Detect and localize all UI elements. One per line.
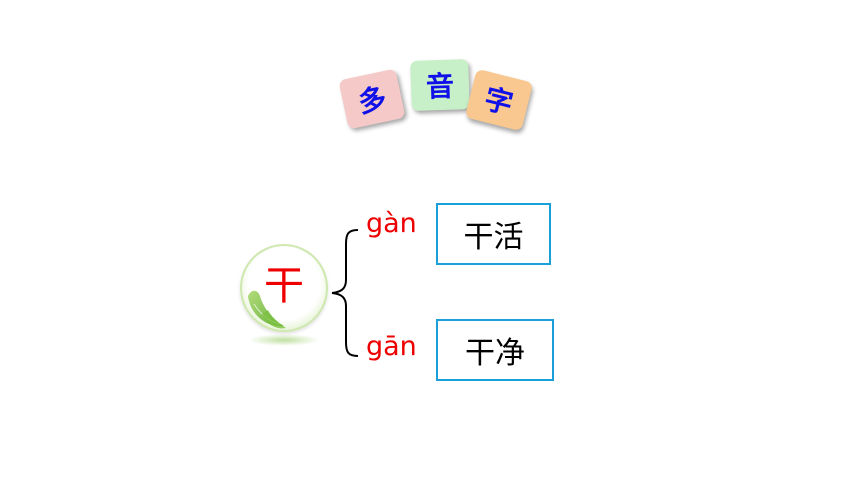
word-box-1: 干活 [436, 203, 551, 265]
pinyin-label-1: gàn [366, 208, 417, 239]
title-char-3: 字 [481, 82, 517, 121]
character-orb: 干 [240, 244, 328, 332]
leaf-icon [248, 290, 286, 329]
brace-icon [331, 229, 359, 357]
word-text-2: 干净 [465, 336, 525, 371]
title-tile-3: 字 [464, 68, 534, 132]
orb-shadow [248, 334, 320, 346]
pinyin-label-2: gān [366, 331, 417, 362]
title-tile-2: 音 [410, 59, 470, 111]
main-character: 干 [264, 263, 304, 309]
title-char-2: 音 [425, 69, 455, 104]
title-char-1: 多 [355, 81, 390, 120]
word-box-2: 干净 [436, 319, 554, 381]
word-text-1: 干活 [463, 220, 524, 255]
title-tile-1: 多 [338, 68, 406, 130]
